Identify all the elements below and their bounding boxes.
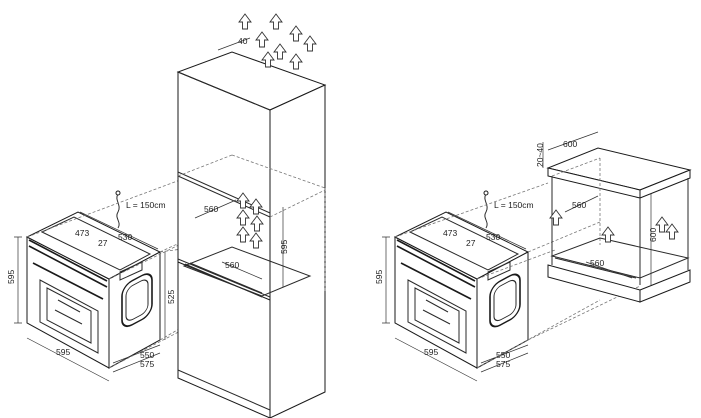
counter-depth-label: 600 bbox=[563, 139, 577, 149]
cable-right-label: L = 150cm bbox=[494, 200, 534, 210]
oven-left-depth-total-label: 575 bbox=[140, 359, 154, 369]
oven-left-depth-body-label: 550 bbox=[140, 350, 154, 360]
oven-left-top-offset2-label: 27 bbox=[98, 238, 108, 248]
counter-gap-label: 20~40 bbox=[535, 143, 545, 167]
niche-depth-right-label: 560 bbox=[572, 200, 586, 210]
niche-width-right-label: 560 bbox=[590, 258, 604, 268]
niche-height-label: 595 bbox=[279, 240, 289, 254]
oven-left-top-width-label: 530 bbox=[118, 232, 132, 242]
oven-right-depth-body-label: 550 bbox=[496, 350, 510, 360]
oven-right-width-label: 595 bbox=[424, 347, 438, 357]
under-counter-dimensions: 600 20~40 560 560 600 bbox=[535, 131, 658, 285]
oven-right-dimensions: 595 595 550 575 530 473 27 bbox=[374, 211, 529, 382]
under-counter-installation: 595 595 550 575 530 473 27 L = 150cm bbox=[374, 131, 692, 382]
niche-depth-label: 560 bbox=[204, 204, 218, 214]
cable-left-label: L = 150cm bbox=[126, 200, 166, 210]
cable-left: L = 150cm bbox=[115, 190, 166, 229]
oven-left-dimensions: 595 595 550 575 525 530 473 27 bbox=[6, 211, 176, 382]
tall-cabinet-dimensions: 560 560 595 40 bbox=[194, 36, 289, 287]
oven-left-height-label: 595 bbox=[6, 270, 16, 284]
oven-left-side-height-label: 525 bbox=[166, 290, 176, 304]
oven-right-height-label: 595 bbox=[374, 270, 384, 284]
oven-right-top-width-label: 530 bbox=[486, 232, 500, 242]
oven-right-top-offset2-label: 27 bbox=[466, 238, 476, 248]
niche-height-right-label: 600 bbox=[648, 228, 658, 242]
tall-cabinet bbox=[176, 51, 327, 418]
niche-width-label: 560 bbox=[225, 260, 239, 270]
cable-right: L = 150cm bbox=[483, 190, 534, 229]
oven-left-width-label: 595 bbox=[56, 347, 70, 357]
oven-left-top-offset1-label: 473 bbox=[75, 228, 89, 238]
oven-right-top-offset1-label: 473 bbox=[443, 228, 457, 238]
tall-unit-installation: 595 595 550 575 525 530 473 27 L = 150cm bbox=[6, 13, 327, 418]
oven-right-depth-total-label: 575 bbox=[496, 359, 510, 369]
under-counter-cabinet bbox=[546, 147, 692, 303]
oven-right bbox=[393, 211, 530, 369]
vent-arrows-under-counter bbox=[549, 209, 679, 243]
oven-left bbox=[25, 211, 162, 369]
vent-gap-label: 40 bbox=[238, 36, 248, 46]
